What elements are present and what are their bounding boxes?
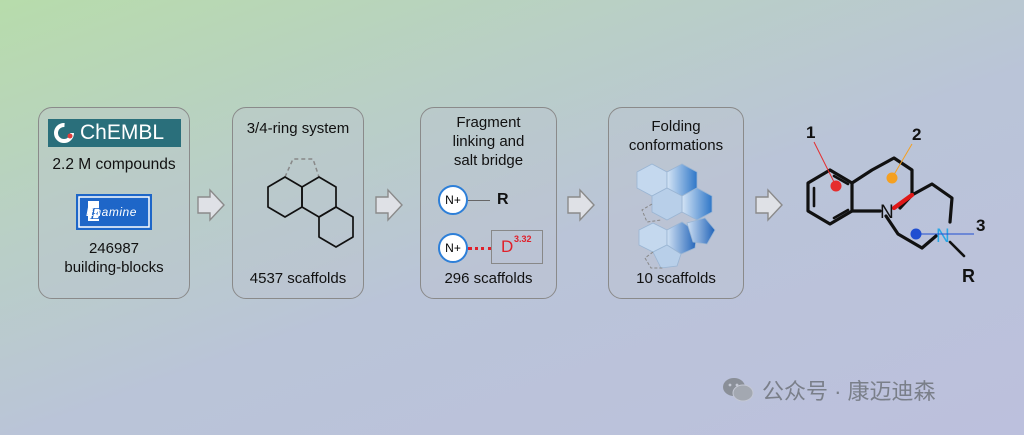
point-1-label: 1	[806, 123, 815, 142]
flow-arrow-2	[375, 188, 403, 222]
step-box-sources: ChEMBL 2.2 M compounds E Enamine 246987 …	[38, 107, 190, 299]
ring-scaffold-drawing	[267, 158, 354, 248]
point-3-label: 3	[976, 216, 985, 235]
point-2-label: 2	[912, 125, 921, 144]
enamine-logo: E Enamine	[76, 194, 152, 230]
flow-arrow-1	[197, 188, 225, 222]
compounds-count: 2.2 M compounds	[52, 156, 176, 173]
fragment-scaffolds: 296 scaffolds	[444, 270, 533, 287]
watermark: 公众号 · 康迈迪森	[722, 374, 936, 406]
folding-title-line1: Folding	[651, 118, 701, 135]
fragment-title-line3: salt bridge	[453, 152, 524, 169]
folding-conformation-drawings	[636, 163, 716, 269]
chembl-icon	[54, 123, 74, 143]
salt-bridge-line	[468, 247, 492, 250]
fragment-title-line1: Fragment	[456, 114, 521, 131]
watermark-text: 公众号 · 康迈迪森	[762, 379, 936, 404]
aspartate-superscript: 3.32	[514, 234, 532, 244]
ring-system-title: 3/4-ring system	[246, 120, 350, 137]
folding-title-line2: conformations	[628, 137, 724, 154]
r-substituent-label: R	[962, 266, 975, 286]
r-group-label: R	[497, 191, 509, 208]
n-plus-fragment: N+	[438, 185, 468, 215]
aspartate-box: D 3.32	[491, 230, 543, 264]
basic-n-label: N	[936, 226, 950, 247]
building-block-label: building-blocks	[64, 259, 164, 276]
step-box-ring-system: 3/4-ring system 4537 scaffolds	[232, 107, 364, 299]
flow-arrow-3	[567, 188, 595, 222]
final-scaffold-molecule: N N R 1 2 3	[806, 123, 985, 286]
building-block-count: 246987	[88, 240, 140, 257]
step-box-fragment-linking: Fragment linking and salt bridge N+ R N+…	[420, 107, 557, 299]
fragment-title-line2: linking and	[452, 133, 525, 150]
ring-system-scaffolds: 4537 scaffolds	[249, 270, 347, 287]
n-plus-salt-bridge: N+	[438, 233, 468, 263]
folding-scaffolds: 10 scaffolds	[636, 270, 716, 287]
aspartate-label: D	[501, 237, 514, 256]
fragment-linker-line	[468, 200, 490, 201]
quinoline-n-label: N	[880, 202, 894, 223]
wechat-icon	[723, 378, 754, 402]
step-box-folding: Folding conformations 10 scaffolds	[608, 107, 744, 299]
flow-arrow-4	[755, 188, 783, 222]
svg-text:E: E	[89, 204, 101, 223]
chembl-logo: ChEMBL	[48, 119, 181, 147]
